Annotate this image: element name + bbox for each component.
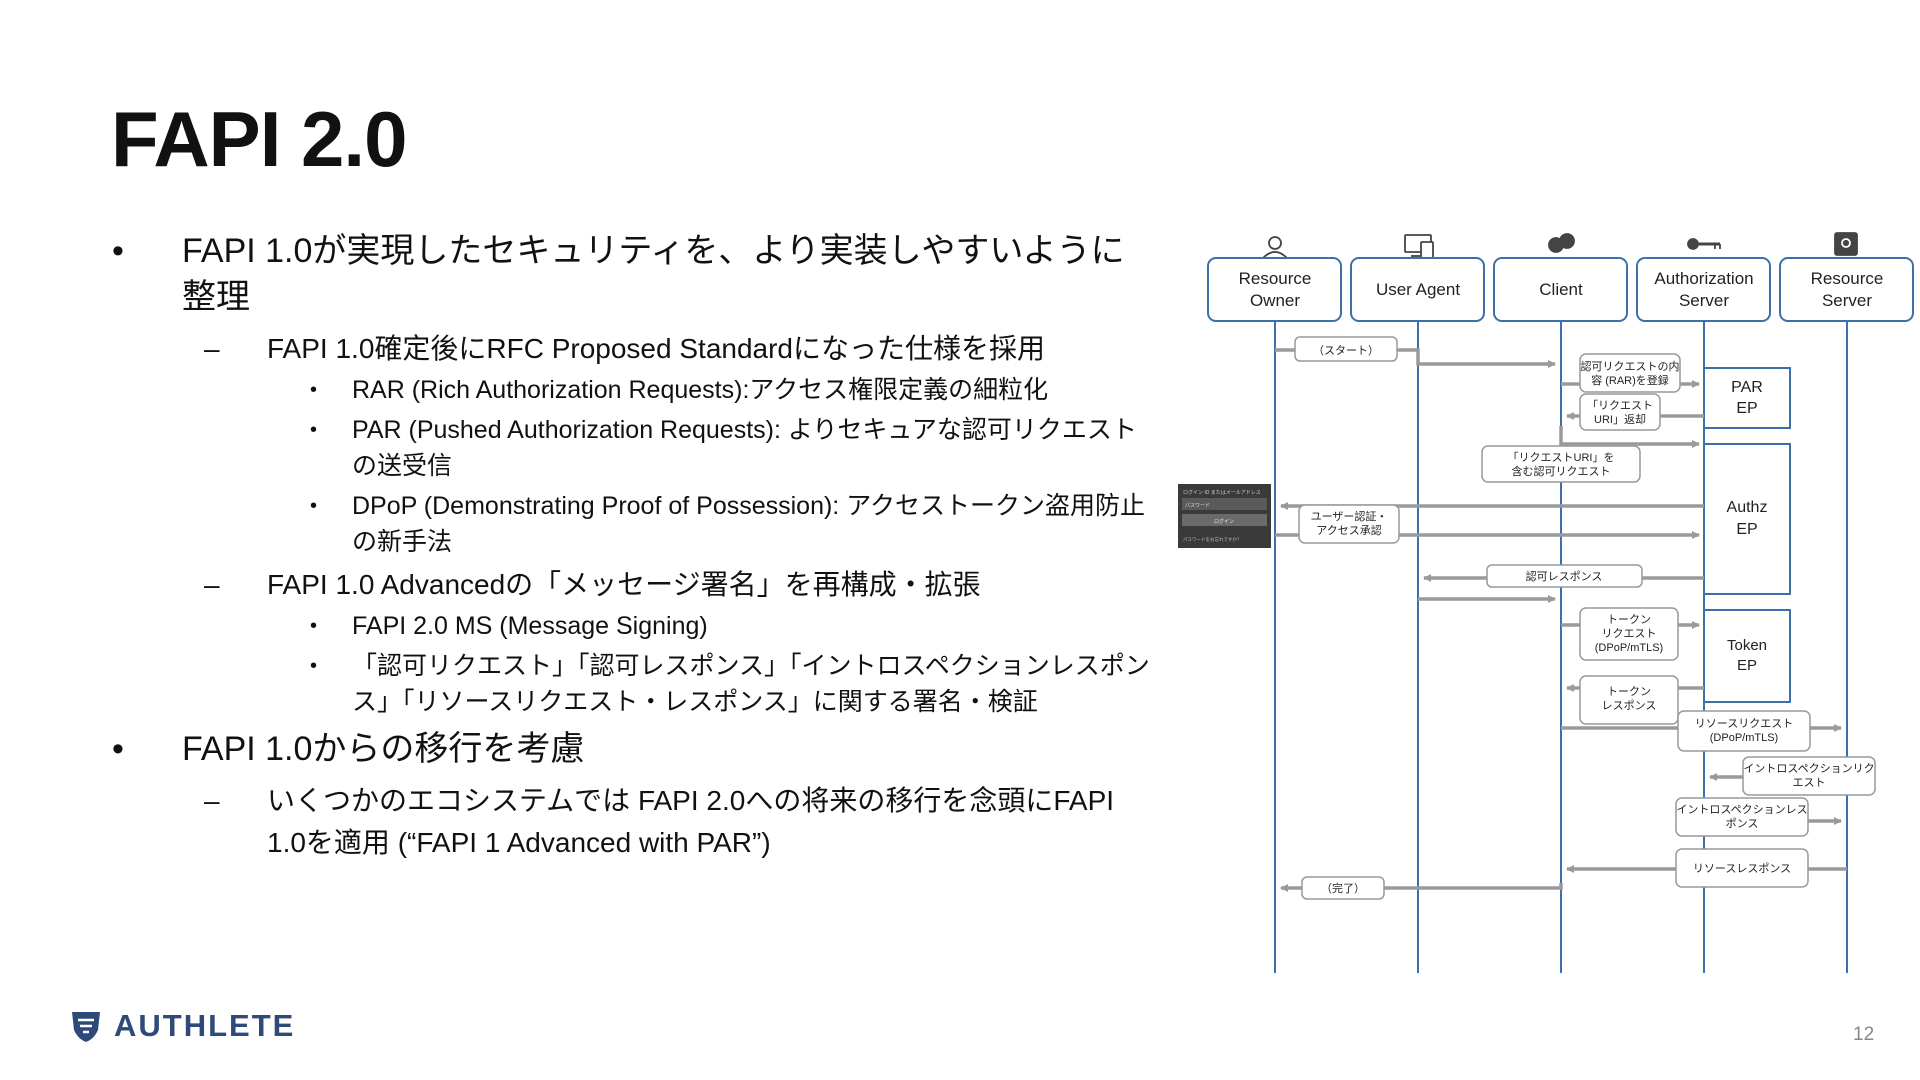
actor-label: Resource (1811, 269, 1884, 288)
bullet-level2: –いくつかのエコシステムでは FAPI 2.0への将来の移行を念頭にFAPI 1… (112, 780, 1152, 864)
message-label: 認可レスポンス (1526, 569, 1603, 583)
login-form-forgot: パスワードをお忘れですか？ (1183, 536, 1241, 543)
endpoint-box-par (1703, 367, 1791, 429)
person-icon (1260, 236, 1290, 259)
devices-icon (1404, 234, 1434, 260)
endpoint-label: Token (1727, 637, 1767, 654)
message-label: ユーザー認証・ (1311, 509, 1388, 523)
endpoint-label: EP (1736, 400, 1757, 417)
slide-title: FAPI 2.0 (111, 95, 407, 183)
message-label: 認可リクエストの内 (1581, 359, 1680, 373)
message-label: イントロスペクションリク (1743, 762, 1874, 775)
endpoint-label: PAR (1731, 379, 1763, 396)
message-label: エスト (1793, 777, 1826, 789)
actor-box-authorization-server (1636, 257, 1771, 322)
login-form-password: パスワード (1185, 503, 1210, 509)
endpoint-label: EP (1737, 657, 1757, 674)
bullet-level3: •PAR (Pushed Authorization Requests): より… (112, 412, 1152, 484)
message-label: 含む認可リクエスト (1512, 464, 1611, 478)
actor-box-client (1493, 257, 1628, 322)
bullet-dot-icon: • (310, 495, 318, 517)
bullet-level1: •FAPI 1.0からの移行を考慮 (112, 726, 1152, 772)
bullet-level2: –FAPI 1.0確定後にRFC Proposed Standardになった仕様… (112, 328, 1152, 370)
actor-box-resource-owner (1207, 257, 1342, 322)
login-form-heading: ログイン ID またはメールアドレス (1183, 489, 1261, 496)
login-form-button: ログイン (1214, 518, 1234, 525)
message-label: 容 (RAR)を登録 (1591, 373, 1669, 387)
actor-label: Resource (1239, 269, 1312, 288)
endpoint-box-token (1703, 609, 1791, 703)
authlete-logo: AUTHLETE (68, 1008, 295, 1044)
actor-box-resource-server (1779, 257, 1914, 322)
server-safe-icon (1834, 232, 1858, 256)
endpoint-label: Authz (1727, 499, 1768, 516)
actor-label: Owner (1250, 291, 1300, 310)
sequence-diagram: Resource Owner User Agent Client Authori… (1175, 228, 1920, 978)
arrow-redirect-to-authz (1559, 426, 1700, 448)
dash-icon: – (204, 333, 220, 364)
endpoint-box-authz (1703, 443, 1791, 595)
key-icon (1687, 238, 1721, 250)
shield-logo-icon (72, 1012, 100, 1042)
message-label: リソースレスポンス (1693, 862, 1791, 875)
bullet-level3: •「認可リクエスト」「認可レスポンス」「イントロスペクションレスポンス」「リソー… (112, 648, 1152, 720)
message-label: (DPoP/mTLS) (1595, 642, 1663, 654)
bullet-list: •FAPI 1.0が実現したセキュリティを、より実装しやすいように整理 –FAP… (112, 228, 1152, 866)
message-label: 「リクエスト (1587, 399, 1653, 412)
bullet-level3: •DPoP (Demonstrating Proof of Possession… (112, 488, 1152, 560)
message-label: 「リクエストURI」を (1508, 451, 1615, 464)
message-label: URI」返却 (1594, 413, 1646, 426)
theater-masks-icon (1548, 233, 1575, 253)
actor-label: Client (1539, 280, 1583, 299)
bullet-level1: •FAPI 1.0が実現したセキュリティを、より実装しやすいように整理 (112, 228, 1152, 320)
page-number: 12 (1853, 1024, 1875, 1045)
logo-text: AUTHLETE (114, 1008, 296, 1043)
bullet-level3: •RAR (Rich Authorization Requests):アクセス権… (112, 372, 1152, 408)
message-label: リソースリクエスト (1695, 717, 1793, 730)
login-form-thumbnail: ログイン ID またはメールアドレス パスワード ログイン パスワードをお忘れで… (1178, 484, 1271, 548)
actor-label: Authorization (1654, 269, 1753, 288)
bullet-dot-icon: • (310, 655, 318, 677)
bullet-dot-icon: • (310, 419, 318, 441)
actor-label: User Agent (1376, 280, 1460, 299)
actor-box-user-agent (1350, 257, 1485, 322)
message-label: （完了） (1321, 881, 1365, 895)
message-label: レスポンス (1602, 699, 1657, 712)
message-label: (DPoP/mTLS) (1710, 732, 1778, 744)
message-label: トークン (1607, 685, 1651, 698)
message-label: トークン (1607, 613, 1651, 626)
dash-icon: – (204, 569, 220, 600)
bullet-dot-icon: • (112, 232, 124, 270)
message-label: （スタート） (1313, 344, 1379, 357)
bullet-level3: •FAPI 2.0 MS (Message Signing) (112, 608, 1152, 644)
endpoint-label: EP (1736, 521, 1757, 538)
dash-icon: – (204, 785, 220, 816)
bullet-dot-icon: • (310, 379, 318, 401)
actor-label: Server (1679, 291, 1729, 310)
message-label: リクエスト (1602, 627, 1657, 640)
actor-label: Server (1822, 291, 1872, 310)
message-label: ポンス (1726, 817, 1759, 830)
bullet-dot-icon: • (310, 615, 318, 637)
bullet-level2: –FAPI 1.0 Advancedの「メッセージ署名」を再構成・拡張 (112, 564, 1152, 606)
bullet-dot-icon: • (112, 730, 124, 768)
message-label: イントロスペクションレス (1676, 803, 1807, 816)
message-label: アクセス承認 (1316, 523, 1381, 537)
